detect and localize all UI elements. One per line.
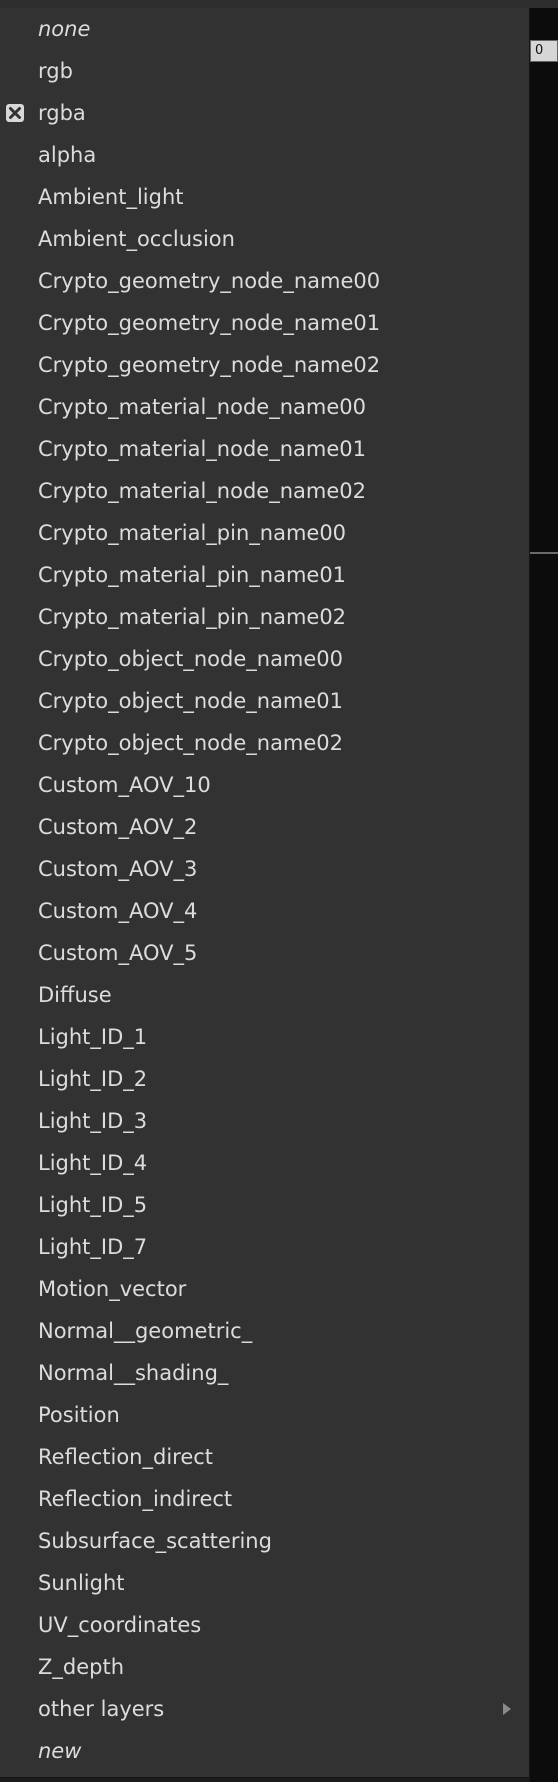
menu-item-label: Diffuse bbox=[38, 983, 112, 1007]
menu-item-label: other layers bbox=[38, 1697, 165, 1721]
menu-item-label: Custom_AOV_4 bbox=[38, 899, 198, 923]
menu-item-crypto-material-node-name01[interactable]: Crypto_material_node_name01 bbox=[0, 428, 529, 470]
menu-item-crypto-object-node-name00[interactable]: Crypto_object_node_name00 bbox=[0, 638, 529, 680]
menu-item-label: Custom_AOV_5 bbox=[38, 941, 198, 965]
menu-item-label: Light_ID_5 bbox=[38, 1193, 148, 1217]
menu-item-label: Crypto_object_node_name00 bbox=[38, 647, 344, 671]
menu-item-label: Crypto_material_node_name01 bbox=[38, 437, 366, 461]
menu-item-label: Crypto_material_pin_name02 bbox=[38, 605, 347, 629]
menu-item-crypto-object-node-name02[interactable]: Crypto_object_node_name02 bbox=[0, 722, 529, 764]
menu-item-none[interactable]: none bbox=[0, 8, 529, 50]
menu-item-crypto-object-node-name01[interactable]: Crypto_object_node_name01 bbox=[0, 680, 529, 722]
menu-item-label: Normal__shading_ bbox=[38, 1361, 229, 1385]
menu-item-label: Light_ID_3 bbox=[38, 1109, 148, 1133]
menu-item-label: Crypto_material_pin_name00 bbox=[38, 521, 347, 545]
menu-item-label: Ambient_light bbox=[38, 185, 184, 209]
menu-item-label: Crypto_geometry_node_name02 bbox=[38, 353, 381, 377]
menu-item-light-id-1[interactable]: Light_ID_1 bbox=[0, 1016, 529, 1058]
menu-item-ambient-light[interactable]: Ambient_light bbox=[0, 176, 529, 218]
menu-item-label: rgba bbox=[38, 101, 86, 125]
menu-item-light-id-5[interactable]: Light_ID_5 bbox=[0, 1184, 529, 1226]
menu-item-motion-vector[interactable]: Motion_vector bbox=[0, 1268, 529, 1310]
menu-item-label: Normal__geometric_ bbox=[38, 1319, 253, 1343]
menu-item-crypto-material-pin-name01[interactable]: Crypto_material_pin_name01 bbox=[0, 554, 529, 596]
menu-item-position[interactable]: Position bbox=[0, 1394, 529, 1436]
menu-item-label: Position bbox=[38, 1403, 120, 1427]
menu-item-light-id-3[interactable]: Light_ID_3 bbox=[0, 1100, 529, 1142]
menu-item-label: Reflection_direct bbox=[38, 1445, 214, 1469]
menu-item-label: alpha bbox=[38, 143, 97, 167]
menu-item-label: Crypto_geometry_node_name01 bbox=[38, 311, 381, 335]
menu-item-custom-aov-10[interactable]: Custom_AOV_10 bbox=[0, 764, 529, 806]
viewer-value-field[interactable]: 0 bbox=[530, 40, 558, 62]
menu-item-new[interactable]: new bbox=[0, 1730, 529, 1772]
menu-item-label: Custom_AOV_10 bbox=[38, 773, 211, 797]
menu-item-light-id-4[interactable]: Light_ID_4 bbox=[0, 1142, 529, 1184]
menu-item-label: none bbox=[38, 17, 91, 41]
menu-item-label: Custom_AOV_2 bbox=[38, 815, 198, 839]
menu-item-crypto-material-pin-name02[interactable]: Crypto_material_pin_name02 bbox=[0, 596, 529, 638]
menu-item-label: Z_depth bbox=[38, 1655, 125, 1679]
menu-item-custom-aov-3[interactable]: Custom_AOV_3 bbox=[0, 848, 529, 890]
menu-item-label: Reflection_indirect bbox=[38, 1487, 233, 1511]
menu-item-label: rgb bbox=[38, 59, 73, 83]
menu-item-label: Light_ID_4 bbox=[38, 1151, 148, 1175]
viewer-panel bbox=[530, 8, 558, 1782]
menu-item-sunlight[interactable]: Sunlight bbox=[0, 1562, 529, 1604]
menu-item-label: Crypto_material_node_name02 bbox=[38, 479, 366, 503]
menu-item-rgba[interactable]: rgba bbox=[0, 92, 529, 134]
menu-item-z-depth[interactable]: Z_depth bbox=[0, 1646, 529, 1688]
menu-item-ambient-occlusion[interactable]: Ambient_occlusion bbox=[0, 218, 529, 260]
menu-item-label: Custom_AOV_3 bbox=[38, 857, 198, 881]
menu-item-subsurface-scattering[interactable]: Subsurface_scattering bbox=[0, 1520, 529, 1562]
menu-item-diffuse[interactable]: Diffuse bbox=[0, 974, 529, 1016]
menu-item-crypto-geometry-node-name01[interactable]: Crypto_geometry_node_name01 bbox=[0, 302, 529, 344]
menu-item-label: Crypto_material_pin_name01 bbox=[38, 563, 347, 587]
menu-item-rgb[interactable]: rgb bbox=[0, 50, 529, 92]
menu-item-normal-geometric[interactable]: Normal__geometric_ bbox=[0, 1310, 529, 1352]
menu-item-label: Light_ID_2 bbox=[38, 1067, 148, 1091]
menu-item-crypto-geometry-node-name02[interactable]: Crypto_geometry_node_name02 bbox=[0, 344, 529, 386]
menu-item-label: UV_coordinates bbox=[38, 1613, 202, 1637]
menu-item-label: new bbox=[38, 1739, 82, 1763]
menu-item-custom-aov-4[interactable]: Custom_AOV_4 bbox=[0, 890, 529, 932]
menu-item-crypto-material-pin-name00[interactable]: Crypto_material_pin_name00 bbox=[0, 512, 529, 554]
menu-item-custom-aov-5[interactable]: Custom_AOV_5 bbox=[0, 932, 529, 974]
menu-item-label: Subsurface_scattering bbox=[38, 1529, 272, 1553]
menu-item-label: Light_ID_7 bbox=[38, 1235, 148, 1259]
menu-item-label: Light_ID_1 bbox=[38, 1025, 148, 1049]
menu-item-other-layers[interactable]: other layers bbox=[0, 1688, 529, 1730]
menu-item-label: Motion_vector bbox=[38, 1277, 187, 1301]
panel-divider[interactable] bbox=[530, 552, 558, 554]
menu-item-reflection-direct[interactable]: Reflection_direct bbox=[0, 1436, 529, 1478]
menu-item-alpha[interactable]: alpha bbox=[0, 134, 529, 176]
menu-item-custom-aov-2[interactable]: Custom_AOV_2 bbox=[0, 806, 529, 848]
menu-item-light-id-2[interactable]: Light_ID_2 bbox=[0, 1058, 529, 1100]
menu-item-label: Crypto_object_node_name02 bbox=[38, 731, 344, 755]
chevron-right-icon bbox=[503, 1703, 511, 1715]
menu-item-label: Crypto_object_node_name01 bbox=[38, 689, 344, 713]
menu-item-label: Crypto_material_node_name00 bbox=[38, 395, 366, 419]
menu-item-crypto-geometry-node-name00[interactable]: Crypto_geometry_node_name00 bbox=[0, 260, 529, 302]
menu-item-light-id-7[interactable]: Light_ID_7 bbox=[0, 1226, 529, 1268]
menu-item-label: Ambient_occlusion bbox=[38, 227, 235, 251]
menu-item-crypto-material-node-name02[interactable]: Crypto_material_node_name02 bbox=[0, 470, 529, 512]
checkmark-icon bbox=[6, 104, 24, 122]
menu-item-crypto-material-node-name00[interactable]: Crypto_material_node_name00 bbox=[0, 386, 529, 428]
menu-item-label: Sunlight bbox=[38, 1571, 125, 1595]
menu-item-reflection-indirect[interactable]: Reflection_indirect bbox=[0, 1478, 529, 1520]
menu-item-uv-coordinates[interactable]: UV_coordinates bbox=[0, 1604, 529, 1646]
menu-item-label: Crypto_geometry_node_name00 bbox=[38, 269, 381, 293]
menu-item-normal-shading[interactable]: Normal__shading_ bbox=[0, 1352, 529, 1394]
